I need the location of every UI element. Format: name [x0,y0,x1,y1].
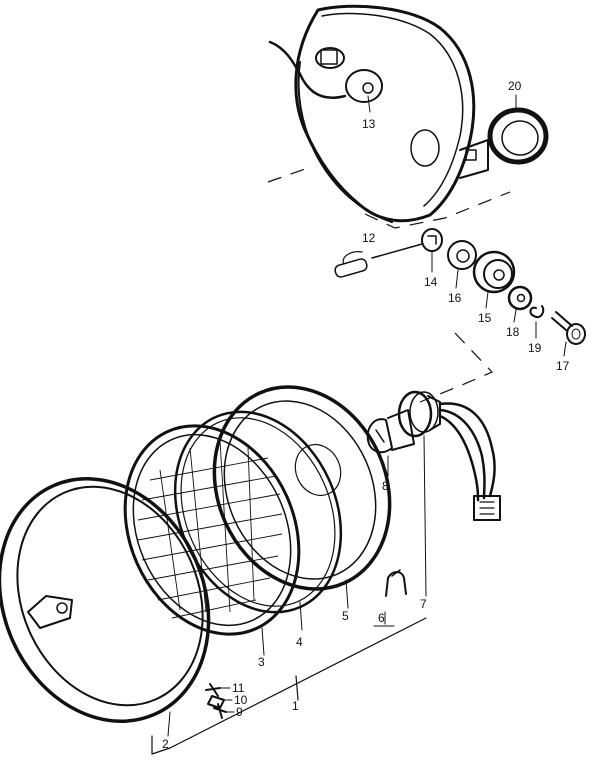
bulb-socket-7 [397,390,441,438]
assembly-bracket-1 [151,617,427,755]
headlight-lens-3 [123,424,301,636]
callout-19: 19 [528,341,542,355]
guide-line-housing [267,167,511,229]
callout-4: 4 [296,635,303,649]
leader-3 [261,627,265,656]
socket-wiring-harness [438,402,501,521]
leader-16 [455,269,459,289]
bolt-17 [551,311,586,345]
leader-5 [345,579,349,609]
callout-14: 14 [424,275,438,289]
position-lamp-socket-14 [334,228,443,278]
callout-18: 18 [506,325,520,339]
callout-7: 7 [420,597,427,611]
wire-13 [268,40,347,99]
callout-6: 6 [378,611,385,625]
rubber-grommet-20 [487,107,549,165]
callout-15: 15 [478,311,492,325]
callout-16: 16 [448,291,462,305]
callout-8: 8 [382,479,389,493]
grommet-13 [345,69,383,103]
cushion-15 [472,250,516,294]
callout-9: 9 [236,705,243,719]
headlight-housing [294,4,489,223]
lock-washer-19 [529,305,545,318]
callout-1: 1 [292,699,299,713]
callout-13: 13 [362,117,376,131]
callout-17: 17 [556,359,570,373]
callout-20: 20 [508,79,522,93]
callout-2: 2 [162,737,169,751]
headlight-front-rim-2 [0,477,211,723]
callout-11: 11 [232,681,245,695]
leader-17 [563,341,567,357]
leader-7 [423,435,427,597]
leader-13 [367,95,371,113]
callout-5: 5 [342,609,349,623]
callout-3: 3 [258,655,265,669]
guide-line-rim [419,332,494,403]
screw-set-9-10-11 [205,683,227,719]
callout-10: 10 [234,693,248,707]
spring-clip-6 [385,569,407,597]
washer-16 [447,240,477,270]
callout-12: 12 [362,231,376,245]
washer-18 [507,285,533,311]
leader-4 [299,601,303,631]
leader-18 [513,309,517,323]
leader-15 [485,291,489,309]
leader-2 [167,711,171,737]
